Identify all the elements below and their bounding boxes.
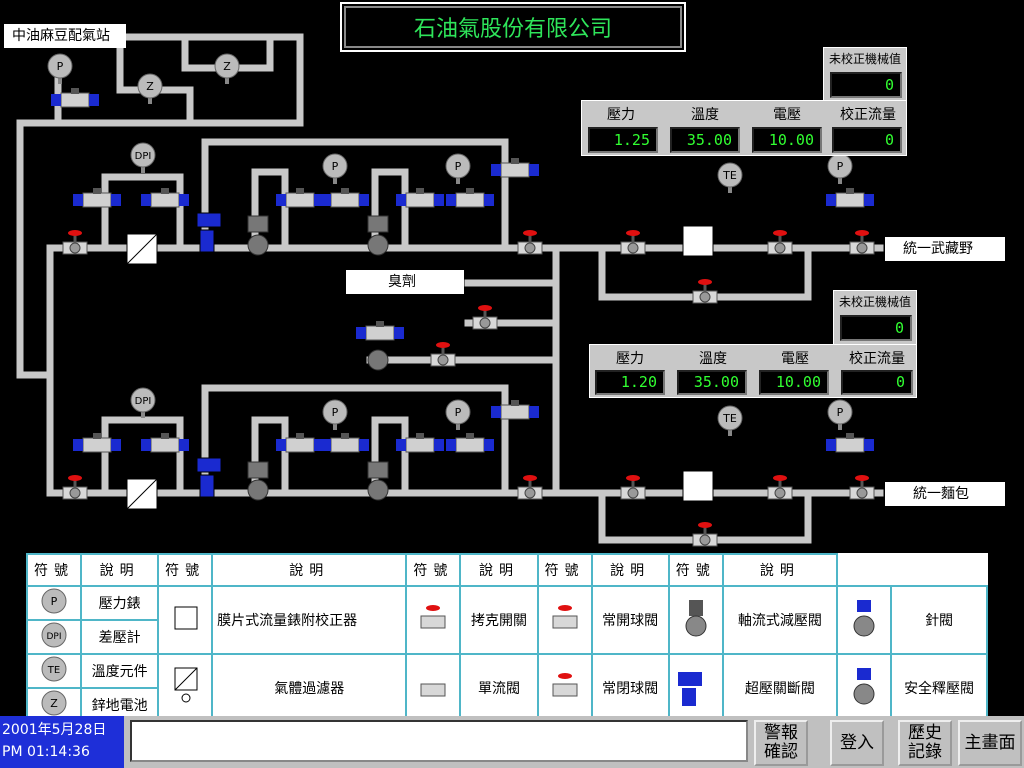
uncorrected-label: 未校正機械值	[828, 52, 901, 66]
overpressure-shutoff-icon	[667, 653, 724, 723]
line1-uncorrected-panel: 未校正機械值 0	[823, 47, 907, 103]
corrected-value: 0	[841, 370, 913, 395]
pressure-gauge-icon: P	[26, 585, 82, 621]
legend-gauge-letter: P	[51, 595, 58, 608]
legend-gauge-letter: TE	[47, 665, 60, 676]
uncorrected-value: 0	[840, 315, 912, 341]
legend-desc: 拷克開關	[459, 585, 539, 655]
axial-regulator-icon	[667, 585, 724, 655]
legend-symbol-header: 符號	[26, 553, 82, 587]
line1-destination-flag: 統一武藏野	[885, 237, 1005, 261]
pressure-gauge-label: P	[455, 160, 462, 173]
odorant-flag: 臭劑	[346, 270, 464, 294]
pressure-gauge-label: P	[837, 160, 844, 173]
pressure-label: 壓力	[607, 107, 635, 123]
line1-readout-panel: 壓力 1.25 溫度 35.00 電壓 10.00 校正流量 0	[581, 100, 907, 156]
uncorrected-value: 0	[830, 72, 902, 98]
temp-value: 35.00	[677, 370, 747, 395]
legend-desc: 單流閥	[459, 653, 539, 723]
diaphragm-meter-icon	[157, 585, 214, 655]
legend-desc: 軸流式減壓閥	[721, 585, 839, 655]
legend-symbol-header: 符號	[536, 553, 593, 587]
legend-desc: 壓力錶	[79, 585, 160, 621]
corrected-label: 校正流量	[849, 351, 905, 367]
legend-gauge-letter: DPI	[46, 632, 61, 642]
voltage-label: 電壓	[773, 107, 801, 123]
alarm-message-box	[130, 720, 748, 762]
plug-valve-icon	[405, 585, 462, 655]
legend-desc: 差壓計	[79, 619, 160, 655]
temp-label: 溫度	[699, 351, 727, 367]
legend-symbol-header: 符號	[405, 553, 462, 587]
ball-valve-open-icon	[536, 585, 593, 655]
pipeline-diagram: DPI P P TE P P Z Z DPI P P TE P	[16, 33, 884, 548]
dpi-gauge-label: DPI	[135, 151, 152, 162]
pressure-label: 壓力	[616, 351, 644, 367]
corrected-label: 校正流量	[840, 107, 896, 123]
line2-destination-flag: 統一麵包	[885, 482, 1005, 506]
voltage-value: 10.00	[759, 370, 829, 395]
legend-desc-header: 說明	[590, 553, 670, 587]
safety-relief-icon	[836, 653, 893, 723]
diff-gauge-icon: DPI	[26, 619, 82, 655]
clock-date: 2001年5月28日	[2, 722, 107, 738]
voltage-value: 10.00	[752, 127, 822, 153]
pressure-gauge-label: P	[455, 406, 462, 419]
pressure-gauge-label: P	[57, 60, 64, 73]
page-title: 石油氣股份有限公司	[340, 2, 686, 52]
clock: 2001年5月28日 PM 01:14:36	[0, 716, 124, 768]
legend-desc-header: 說明	[459, 553, 539, 587]
uncorrected-label: 未校正機械值	[838, 295, 911, 309]
legend-desc-header: 說明	[79, 553, 160, 587]
alarm-ack-button[interactable]: 警報確認	[754, 720, 808, 766]
check-valve-icon	[405, 653, 462, 723]
legend-desc: 常開球閥	[590, 585, 670, 655]
legend-gauge-letter: Z	[50, 697, 58, 710]
dpi-gauge-label: DPI	[135, 396, 152, 407]
gas-filter-icon	[157, 653, 214, 723]
temp-value: 35.00	[670, 127, 740, 153]
pressure-value: 1.20	[595, 370, 665, 395]
zinc-battery-label: Z	[146, 80, 154, 93]
legend-symbol-header: 符號	[667, 553, 724, 587]
legend-table: 符號 說明 符號 說明 符號 說明 符號 說明 符號 說明 P 壓力錶 膜片式流…	[26, 553, 988, 723]
zinc-battery-label: Z	[223, 60, 231, 73]
te-label: TE	[722, 169, 737, 182]
legend-desc: 安全釋壓閥	[890, 653, 988, 723]
temp-label: 溫度	[691, 107, 719, 123]
legend-desc: 氣體過濾器	[211, 653, 408, 723]
legend-desc-header: 說明	[721, 553, 839, 587]
legend-desc: 溫度元件	[79, 653, 160, 689]
needle-valve-icon	[836, 585, 893, 655]
legend-symbol-header: 符號	[157, 553, 214, 587]
pressure-gauge-label: P	[837, 406, 844, 419]
legend-desc: 超壓關斷閥	[721, 653, 839, 723]
line2-readout-panel: 壓力 1.20 溫度 35.00 電壓 10.00 校正流量 0	[589, 344, 917, 398]
source-station-flag: 中油麻豆配氣站	[4, 24, 126, 48]
voltage-label: 電壓	[781, 351, 809, 367]
legend-desc: 膜片式流量錶附校正器	[211, 585, 408, 655]
legend-desc: 針閥	[890, 585, 988, 655]
te-label: TE	[722, 412, 737, 425]
pressure-gauge-label: P	[332, 406, 339, 419]
corrected-value: 0	[832, 127, 902, 153]
ball-valve-closed-icon	[536, 653, 593, 723]
pressure-value: 1.25	[588, 127, 658, 153]
main-screen-button[interactable]: 主畫面	[958, 720, 1022, 766]
history-button[interactable]: 歷史記錄	[898, 720, 952, 766]
temp-element-icon: TE	[26, 653, 82, 689]
login-button[interactable]: 登入	[830, 720, 884, 766]
line2-uncorrected-panel: 未校正機械值 0	[833, 290, 917, 346]
clock-time: PM 01:14:36	[2, 744, 90, 760]
pressure-gauge-label: P	[332, 160, 339, 173]
legend-desc-header: 說明	[211, 553, 408, 587]
legend-desc: 常閉球閥	[590, 653, 670, 723]
